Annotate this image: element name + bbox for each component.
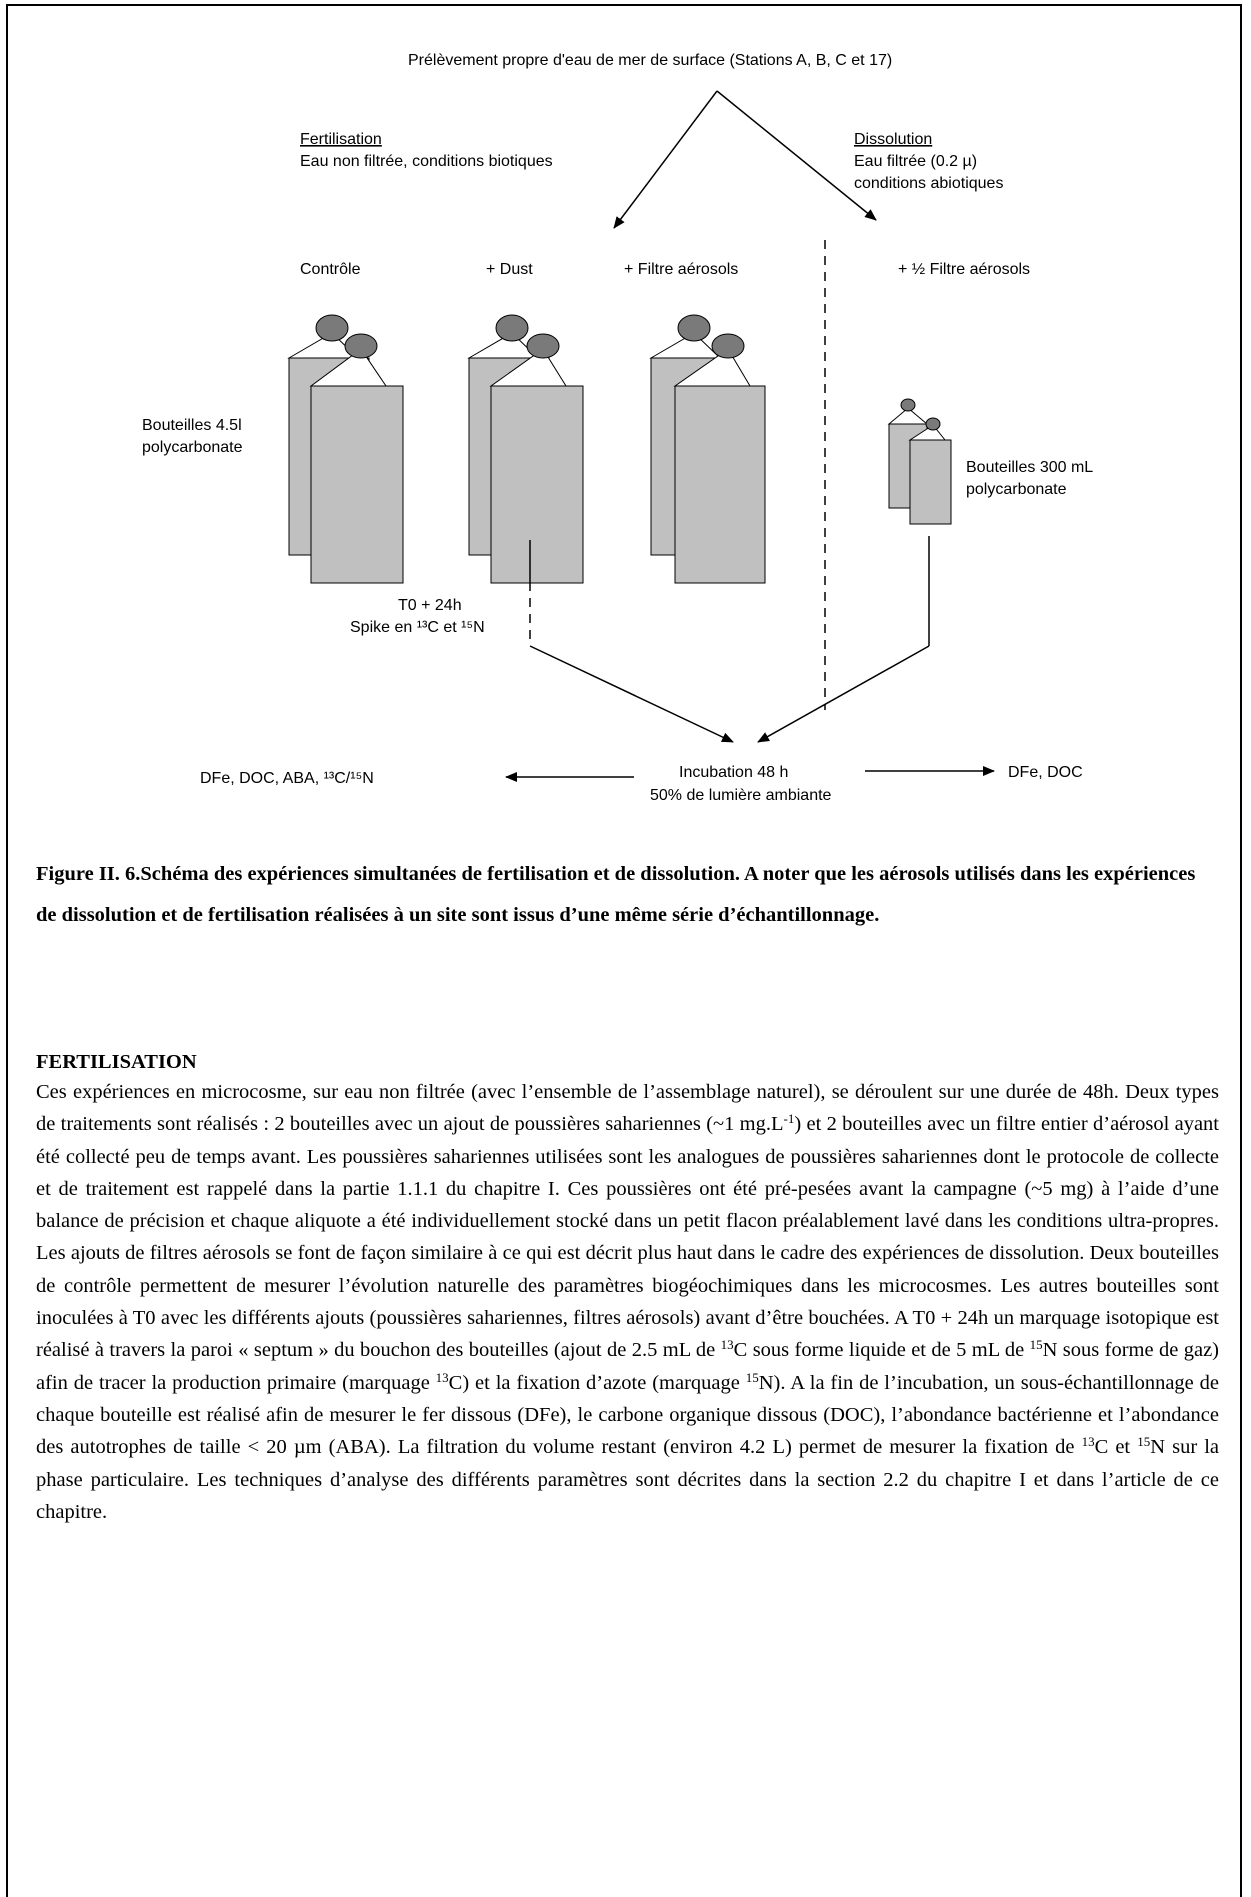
large-bottles-label-2: polycarbonate xyxy=(142,439,243,456)
bottle-pair-control xyxy=(287,314,404,584)
incubation-label-1: Incubation 48 h xyxy=(679,764,788,781)
small-bottles-label-1: Bouteilles 300 mL xyxy=(966,459,1093,476)
section-title: FERTILISATION xyxy=(36,1051,197,1073)
spike-label-2: Spike en ¹³C et ¹⁵N xyxy=(350,619,485,636)
spike-label-1: T0 + 24h xyxy=(398,597,462,614)
section-body: Ces expériences en microcosme, sur eau n… xyxy=(36,1081,1220,1523)
superscript: 15 xyxy=(1029,1337,1043,1353)
experiment-diagram: Prélèvement propre d'eau de mer de surfa… xyxy=(142,52,1093,804)
superscript: 13 xyxy=(435,1369,449,1385)
figure-caption: Figure II. 6.Schéma des expériences simu… xyxy=(36,863,1196,926)
fertilisation-title: Fertilisation xyxy=(300,131,382,148)
page-frame xyxy=(6,4,1242,1897)
treatment-label-dust: + Dust xyxy=(486,261,533,278)
superscript: 15 xyxy=(1137,1434,1151,1450)
bottle-pair-small xyxy=(887,398,952,525)
arrow-to-dissolution xyxy=(716,90,877,221)
superscript: 13 xyxy=(720,1337,734,1353)
dissolution-title: Dissolution xyxy=(854,131,932,148)
arrow-to-fertilisation xyxy=(613,90,718,229)
dissolution-outputs: DFe, DOC xyxy=(1008,764,1083,781)
dissolution-desc-2: conditions abiotiques xyxy=(854,175,1003,192)
large-bottles-label-1: Bouteilles 4.5l xyxy=(142,417,242,434)
superscript: -1 xyxy=(783,1111,795,1127)
bottle-pair-filter xyxy=(649,314,766,584)
dissolution-desc-1: Eau filtrée (0.2 µ) xyxy=(854,153,977,170)
treatment-label-control: Contrôle xyxy=(300,261,361,278)
bottle-pair-dust xyxy=(467,314,584,584)
fertilisation-outputs: DFe, DOC, ABA, ¹³C/¹⁵N xyxy=(200,770,374,787)
treatment-label-half-filter: + ½ Filtre aérosols xyxy=(898,261,1030,278)
small-bottles-label-2: polycarbonate xyxy=(966,481,1067,498)
incubation-label-2: 50% de lumière ambiante xyxy=(650,787,832,804)
fertilisation-desc: Eau non filtrée, conditions biotiques xyxy=(300,153,553,170)
treatment-label-filter: + Filtre aérosols xyxy=(624,261,738,278)
arrow-fertilisation-to-incubation xyxy=(529,645,734,743)
superscript: 13 xyxy=(1081,1434,1095,1450)
sampling-label: Prélèvement propre d'eau de mer de surfa… xyxy=(408,52,892,69)
superscript: 15 xyxy=(745,1369,759,1385)
arrow-dissolution-to-incubation xyxy=(757,645,930,743)
